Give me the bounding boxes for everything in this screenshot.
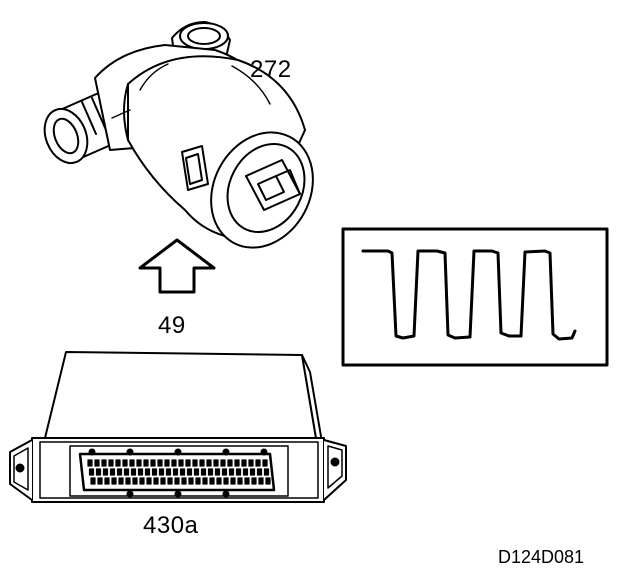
connector-pin (209, 477, 215, 485)
signal-label: 49 (158, 312, 186, 339)
connector-pin (223, 477, 229, 485)
connector-pin (235, 468, 242, 476)
connector-pin (160, 477, 166, 485)
connector-pin (181, 477, 187, 485)
connector-pin (97, 477, 103, 485)
connector-pin (125, 477, 131, 485)
connector-pin (241, 459, 247, 467)
connector-pin (255, 459, 261, 467)
connector-pin (88, 468, 95, 476)
connector-pin (256, 468, 263, 476)
connector-pin (101, 459, 107, 467)
connector-pin (199, 459, 205, 467)
connector-pin (193, 468, 200, 476)
connector-pin (262, 459, 268, 467)
connector-pin (137, 468, 144, 476)
connector-pin (249, 468, 256, 476)
connector-pin (123, 468, 130, 476)
connector-pin (237, 477, 243, 485)
connector-pin (234, 459, 240, 467)
connector-pin (251, 477, 257, 485)
connector-pin (109, 468, 116, 476)
connector-pin (258, 477, 264, 485)
ecu-label: 430a (143, 512, 199, 539)
connector-pin (192, 459, 198, 467)
connector-pin (87, 459, 93, 467)
connector-pin (157, 459, 163, 467)
connector-pin (221, 468, 228, 476)
connector-pin (227, 459, 233, 467)
connector-pin (242, 468, 249, 476)
up-arrow-icon (138, 238, 216, 294)
connector-pin (230, 477, 236, 485)
connector-pin (115, 459, 121, 467)
connector-pin (136, 459, 142, 467)
connector-pin (171, 459, 177, 467)
connector-pin (248, 459, 254, 467)
connector-pin (143, 459, 149, 467)
connector-pin (146, 477, 152, 485)
connector-pin (265, 477, 271, 485)
waveform-box (341, 227, 609, 367)
connector-pin (90, 477, 96, 485)
connector-pin (214, 468, 221, 476)
connector-pin (153, 477, 159, 485)
connector-pin (95, 468, 102, 476)
connector-pin (165, 468, 172, 476)
connector-pin (213, 459, 219, 467)
connector-pin (178, 459, 184, 467)
idle-valve-drawing (43, 21, 314, 249)
connector-pin (188, 477, 194, 485)
connector-pin (130, 468, 137, 476)
connector-pin (220, 459, 226, 467)
connector-pin (200, 468, 207, 476)
connector-pin (118, 477, 124, 485)
connector-pin (167, 477, 173, 485)
control-module-drawing (9, 351, 347, 503)
connector-pin (94, 459, 100, 467)
connector-pin (186, 468, 193, 476)
figure-code: D124D081 (498, 547, 585, 567)
connector-pin (122, 459, 128, 467)
connector-pin (228, 468, 235, 476)
connector-pin (185, 459, 191, 467)
square-wave-trace (361, 249, 577, 341)
connector-pin (151, 468, 158, 476)
connector-pin (179, 468, 186, 476)
connector-pin (207, 468, 214, 476)
connector-pin (139, 477, 145, 485)
connector-pin (104, 477, 110, 485)
connector-pin (216, 477, 222, 485)
connector-pin (102, 468, 109, 476)
connector-pin (108, 459, 114, 467)
connector-pin (158, 468, 165, 476)
connector-pin (164, 459, 170, 467)
connector-pin (174, 477, 180, 485)
connector-pin (116, 468, 123, 476)
connector-pin (206, 459, 212, 467)
connector-pin (129, 459, 135, 467)
connector-pin (244, 477, 250, 485)
connector-pin (111, 477, 117, 485)
connector-pin (195, 477, 201, 485)
valve-label: 272 (250, 56, 292, 83)
connector-pin (132, 477, 138, 485)
connector-pin (172, 468, 179, 476)
connector-pin (150, 459, 156, 467)
connector-pin (202, 477, 208, 485)
connector-pin (263, 468, 270, 476)
connector-pin (144, 468, 151, 476)
